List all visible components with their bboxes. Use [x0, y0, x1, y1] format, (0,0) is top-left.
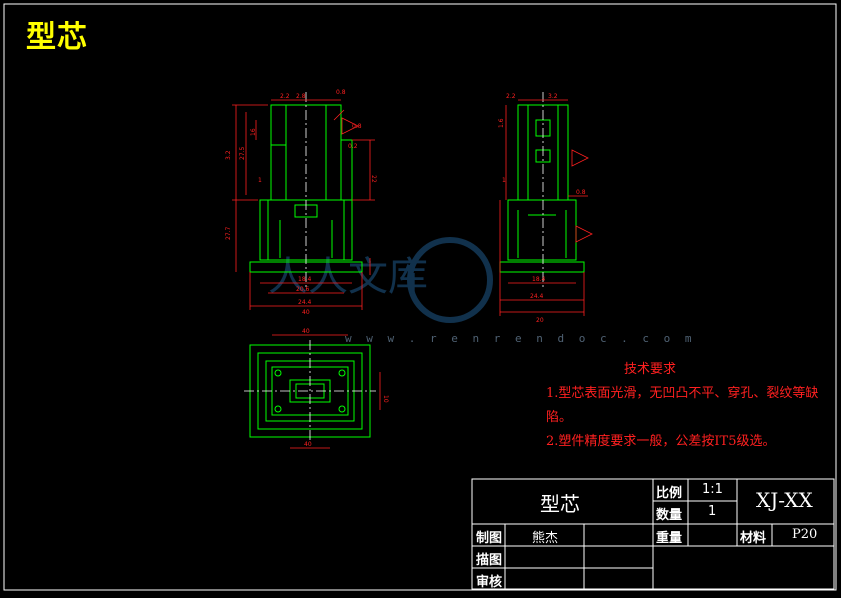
- svg-text:3.2: 3.2: [548, 93, 558, 100]
- svg-text:0.8: 0.8: [336, 89, 346, 96]
- tb-weight-label: 重量: [656, 531, 683, 546]
- svg-text:40: 40: [304, 441, 312, 448]
- tb-drawing-no: XJ-XX: [756, 488, 813, 512]
- svg-text:18.4: 18.4: [532, 276, 546, 283]
- svg-text:1: 1: [502, 177, 506, 184]
- side-flange: [499, 261, 585, 273]
- svg-text:27.5: 27.5: [239, 146, 246, 160]
- tb-drawn-by: 熊杰: [532, 531, 559, 546]
- tb-scale-label: 比例: [656, 486, 683, 501]
- technical-requirements: 技术要求 1.型芯表面光滑，无凹凸不平、穿孔、裂纹等缺陷。 2.塑件精度要求一般…: [546, 358, 841, 454]
- side-view: 2.2 3.2 0.8 1.6 1 18.4 24.4 20: [498, 92, 593, 324]
- tb-material-label: 材料: [740, 531, 767, 546]
- svg-text:27.7: 27.7: [225, 226, 232, 240]
- tech-req-heading: 技术要求: [624, 362, 677, 377]
- svg-text:22: 22: [370, 175, 377, 183]
- svg-text:18.4: 18.4: [298, 276, 312, 283]
- tb-scale-value: 1:1: [702, 482, 723, 497]
- plan-view: 40 10 40: [244, 328, 389, 449]
- svg-text:40: 40: [302, 328, 310, 335]
- tb-traced-label: 描图: [476, 553, 503, 568]
- svg-text:0.8: 0.8: [352, 123, 362, 130]
- svg-text:10: 10: [382, 395, 389, 403]
- svg-text:20.6: 20.6: [296, 286, 310, 293]
- drawing-border: [3, 3, 837, 591]
- drawing-title: 型芯: [26, 20, 88, 55]
- front-view: 2.2 2.8 0.8 3.2 27.5 16 22 1 27.7 0.2 18…: [225, 89, 377, 316]
- title-block-grid: [471, 478, 835, 590]
- svg-text:40: 40: [302, 309, 310, 316]
- tb-material-value: P20: [792, 527, 818, 542]
- svg-text:24.4: 24.4: [530, 293, 544, 300]
- svg-text:24.4: 24.4: [298, 299, 312, 306]
- svg-text:0.2: 0.2: [348, 143, 358, 150]
- watermark-url: w w w . r e n r e n d o c . c o m: [345, 332, 696, 345]
- svg-text:2.2: 2.2: [280, 93, 290, 100]
- svg-text:2.2: 2.2: [506, 93, 516, 100]
- tb-qty-label: 数量: [656, 508, 683, 523]
- tb-part-name: 型芯: [540, 492, 580, 516]
- tech-req-item-2: 2.塑件精度要求一般，公差按IT5级选。: [546, 434, 776, 449]
- svg-text:16: 16: [250, 128, 257, 136]
- svg-text:3.2: 3.2: [225, 150, 232, 160]
- tech-req-item-1: 1.型芯表面光滑，无凹凸不平、穿孔、裂纹等缺陷。: [546, 386, 819, 425]
- tb-checked-label: 审核: [476, 575, 503, 590]
- svg-text:1.6: 1.6: [498, 118, 505, 128]
- tb-drawn-label: 制图: [476, 531, 503, 546]
- svg-text:2.8: 2.8: [296, 93, 306, 100]
- svg-text:1: 1: [258, 177, 262, 184]
- svg-text:20: 20: [536, 317, 544, 324]
- tb-qty-value: 1: [708, 504, 717, 519]
- svg-text:0.8: 0.8: [576, 189, 586, 196]
